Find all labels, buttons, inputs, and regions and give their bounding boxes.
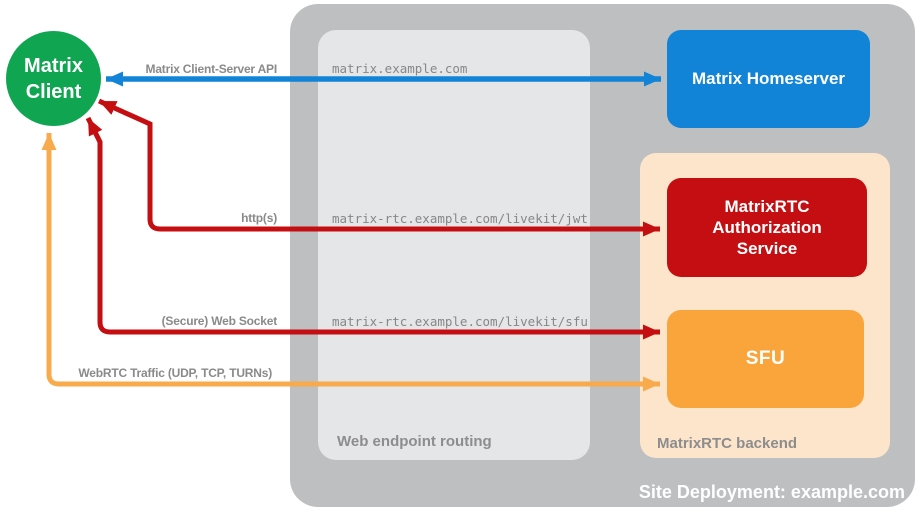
matrix-client-node: Matrix Client [6,31,101,126]
arrow-label-websocket: (Secure) Web Socket [161,314,278,328]
site-deployment-label: Site Deployment: example.com [638,482,905,502]
arrow-label-https: http(s) [241,211,277,225]
web-endpoint-routing-panel [318,30,590,460]
route-label-sfu: matrix-rtc.example.com/livekit/sfu [332,314,588,329]
route-label-jwt: matrix-rtc.example.com/livekit/jwt [332,211,588,226]
sfu-node: SFU [667,310,864,408]
sfu-label: SFU [745,348,786,369]
arrow-label-client-server-api: Matrix Client-Server API [145,62,278,76]
auth-service-node: MatrixRTC Authorization Service [667,178,867,277]
auth-service-label: MatrixRTC Authorization Service [712,197,822,258]
routing-panel-label: Web endpoint routing [337,433,492,450]
matrix-client-label: Matrix Client [24,54,83,103]
matrix-homeserver-node: Matrix Homeserver [667,30,870,128]
route-label-homeserver: matrix.example.com [332,61,468,76]
matrix-homeserver-label: Matrix Homeserver [691,69,846,88]
arrow-label-webrtc: WebRTC Traffic (UDP, TCP, TURNs) [78,366,272,380]
backend-panel-label: MatrixRTC backend [657,435,798,452]
